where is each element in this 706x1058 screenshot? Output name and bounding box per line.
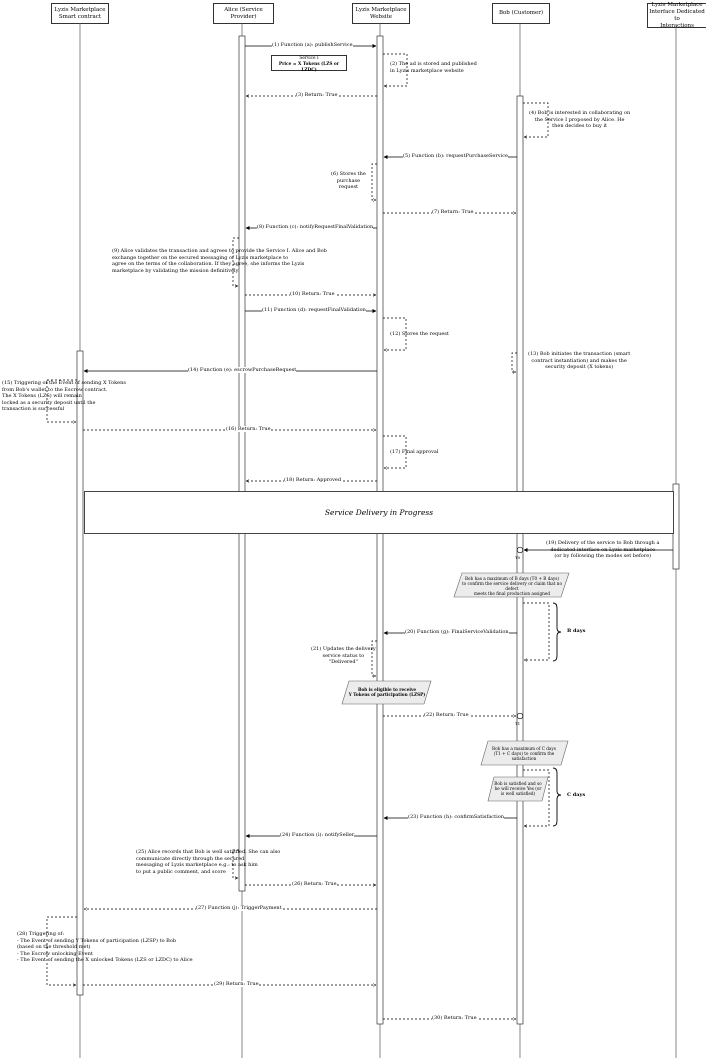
note-13: (13) Bob initiates the transaction (smar… bbox=[528, 351, 631, 370]
msg-24: (24) Function (i): notifySeller bbox=[280, 832, 355, 838]
msg-14: (14) Function (e): escrowPurchaseRequest bbox=[188, 367, 297, 373]
service-name: Service I bbox=[299, 56, 319, 61]
msg-18: (18) Return: Approved bbox=[284, 477, 342, 483]
note-21: (21) Updates the delivery service status… bbox=[311, 646, 376, 665]
msg-8: (8) Function (c): notifyRequestFinalVali… bbox=[257, 224, 374, 230]
note-6: (6) Stores the purchase request bbox=[331, 171, 366, 190]
activation-alice bbox=[238, 35, 246, 892]
activation-contract bbox=[76, 350, 84, 996]
note-25: (25) Alice records that Bob is well sati… bbox=[136, 849, 281, 875]
brace-c-days bbox=[552, 767, 562, 827]
service-box: Service I Price = X Tokens (LZS or LZDC) bbox=[271, 55, 347, 73]
service-delivery-band: Service Delivery in Progress bbox=[84, 491, 674, 534]
msg-16: (16) Return: True bbox=[226, 426, 271, 432]
self-loop-4 bbox=[523, 102, 549, 137]
msg-7: (7) Return: True bbox=[432, 209, 474, 215]
note-2: (2) The ad is stored and published in Ly… bbox=[390, 61, 477, 74]
note-19: (19) Delivery of the service to Bob thro… bbox=[546, 540, 660, 559]
note-4: (4) Bob is interested in collaborating o… bbox=[529, 110, 631, 129]
parallelogram-satisfied bbox=[487, 776, 549, 802]
self-loop-9 bbox=[232, 237, 239, 286]
self-loop-13 bbox=[511, 352, 517, 372]
msg-29: (29) Return: True bbox=[214, 981, 259, 987]
lifeline-header-website: Lyzis Marketplace Website bbox=[352, 3, 410, 24]
msg-5: (5) Function (b): requestPurchaseService bbox=[403, 153, 508, 159]
note-12: (12) Stores the request bbox=[390, 331, 449, 337]
timer-label-t0: T0 bbox=[515, 555, 521, 560]
parallelogram-c-days bbox=[480, 740, 569, 766]
lifeline-header-interface: Lyzis Marketplace Interface Dedicated to… bbox=[647, 2, 706, 29]
timer-icon-t0 bbox=[516, 546, 524, 554]
self-loop-b bbox=[523, 602, 550, 660]
msg-11: (11) Function (d): requestFinalValidatio… bbox=[262, 307, 366, 313]
note-15: (15) Triggering of the Event of sending … bbox=[2, 380, 126, 412]
self-loop-c bbox=[523, 769, 550, 826]
lifeline-header-bob: Bob (Customer) bbox=[492, 3, 550, 24]
self-loop-6 bbox=[371, 163, 377, 200]
msg-20: (20) Function (g): FinalServiceValidatio… bbox=[405, 629, 509, 635]
timer-icon-t1 bbox=[516, 712, 524, 720]
service-price: Price = X Tokens (LZS or LZDC) bbox=[278, 62, 340, 73]
parallelogram-b-days bbox=[453, 572, 570, 598]
parallelogram-c-days-text: Bob has a maximum of C days (T1 + C days… bbox=[492, 746, 556, 761]
parallelogram-b-days-text: Bob has a maximum of B days (T0 + B days… bbox=[461, 576, 563, 596]
self-loop-21 bbox=[371, 640, 377, 676]
msg-1: (1) Function (a): publishService bbox=[272, 42, 353, 48]
note-17: (17) Final approval bbox=[390, 449, 439, 455]
self-loop-12 bbox=[383, 317, 407, 350]
self-loop-28 bbox=[46, 916, 77, 985]
brace-b-days bbox=[552, 602, 562, 662]
brace-label-b-days: B days bbox=[567, 628, 586, 634]
brace-label-c-days: C days bbox=[567, 792, 586, 798]
msg-23: (23) Function (h): confirmSatisfaction bbox=[408, 814, 504, 820]
note-9: (9) Alice validates the transaction and … bbox=[112, 248, 327, 274]
note-28: (28) Triggering of: - The Event of sendi… bbox=[17, 931, 193, 963]
msg-30: (30) Return: True bbox=[432, 1015, 477, 1021]
parallelogram-satisfied-text: Bob is satisfied and so he will receive … bbox=[494, 781, 542, 796]
parallelogram-eligible bbox=[341, 680, 432, 705]
self-loop-2 bbox=[383, 53, 408, 86]
msg-22: (22) Return: True bbox=[424, 712, 469, 718]
msg-3: (3) Return: True bbox=[296, 92, 338, 98]
parallelogram-eligible-text: Bob is eligible to receive Y Tokens of p… bbox=[348, 687, 426, 697]
timer-label-t1: T1 bbox=[515, 721, 521, 726]
msg-27: (27) Function (j): TriggerPayment bbox=[196, 905, 282, 911]
msg-26: (26) Return: True bbox=[292, 881, 337, 887]
self-loop-17 bbox=[383, 435, 407, 468]
self-loop-25 bbox=[232, 849, 239, 878]
msg-10: (10) Return: True bbox=[290, 291, 335, 297]
activation-bob bbox=[516, 95, 524, 1025]
lifeline-header-alice: Alice (Service Provider) bbox=[213, 3, 274, 24]
